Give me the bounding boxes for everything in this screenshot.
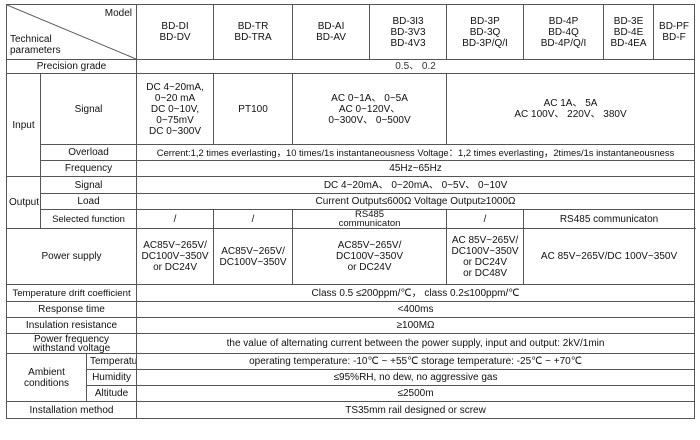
technical-parameters-table: Model Technical parameters BD-DI BD-DV B… — [5, 4, 696, 419]
model-bd-4p: BD-4P BD-4Q BD-4P/Q/I — [523, 4, 605, 60]
drift-row: Temperature drift coefficient Class 0.5 … — [5, 284, 696, 302]
drift-label: Temperature drift coefficient — [5, 284, 138, 302]
output-signal-value: DC 4~20mA、 0~20mA、 0~5V、 0~10V — [136, 176, 696, 194]
power-supply-power: AC 85V~265V/DC 100V~350V — [523, 228, 696, 285]
input-signal-tr: PT100 — [213, 73, 294, 145]
function-row: Selected function / / RS485 communicaton… — [7, 209, 696, 229]
output-signal-label: Signal — [39, 176, 138, 194]
precision-row: Precision grade 0.5、 0.2 — [5, 59, 696, 74]
altitude-value: ≤2500m — [136, 385, 696, 402]
load-label: Load — [39, 193, 138, 210]
diagonal-divider — [7, 5, 136, 59]
altitude-label: Altitude — [85, 385, 138, 402]
input-signal-power: AC 1A、 5A AC 100V、 220V、 380V — [446, 73, 696, 145]
model-bd-3p: BD-3P BD-3Q BD-3P/Q/I — [446, 4, 525, 60]
load-row: Load Current Output≤600Ω Voltage Output≥… — [7, 193, 696, 210]
humidity-row: Humidity ≤95%RH, no dew, no aggressive g… — [7, 369, 696, 386]
output-label: Output — [6, 176, 41, 229]
power-supply-di: AC85V~265V/ DC100V~350V or DC24V — [136, 228, 215, 285]
power-supply-tr: AC85V~265V/ DC100V~350V — [213, 228, 294, 285]
input-label: Input — [6, 73, 41, 177]
power-supply-row: Power supply AC85V~265V/ DC100V~350V or … — [5, 228, 696, 285]
model-bd-ai: BD-AI BD-AV — [292, 4, 371, 60]
model-bd-di: BD-DI BD-DV — [136, 4, 215, 60]
altitude-row: Altitude ≤2500m — [7, 385, 696, 402]
withstand-row: Power frequency withstand voltage the va… — [5, 333, 696, 354]
output-signal-row: Output Signal DC 4~20mA、 0~20mA、 0~5V、 0… — [6, 176, 696, 229]
temperature-label: Temperature — [85, 353, 138, 370]
input-signal-di: DC 4~20mA, 0~20 mA DC 0~10V, 0~75mV DC 0… — [136, 73, 215, 145]
overload-label: Overload — [39, 144, 138, 161]
model-bd-3e: BD-3E BD-4E BD-4EA — [603, 4, 655, 60]
input-signal-label: Signal — [39, 73, 138, 145]
power-supply-3i3: AC 85V~265V/ DC100V~350V or DC24V or DC4… — [446, 228, 525, 285]
function-power: RS485 communicaton — [523, 209, 696, 229]
power-supply-ai: AC85V~265V/ DC100V~350V or DC24V — [292, 228, 448, 285]
installation-row: Installation method TS35mm rail designed… — [5, 401, 696, 419]
installation-value: TS35mm rail designed or screw — [136, 401, 696, 419]
insulation-value: ≥100MΩ — [136, 317, 696, 334]
overload-value: Cerrent:1,2 times everlasting，10 times/1… — [136, 144, 696, 161]
response-row: Response time <400ms — [5, 301, 696, 318]
power-supply-label: Power supply — [5, 228, 138, 285]
overload-row: Overload Cerrent:1,2 times everlasting，1… — [7, 144, 696, 161]
precision-label: Precision grade — [5, 59, 138, 74]
input-signal-ai: AC 0~1A、 0~5A AC 0~120V、 0~300V、 0~500V — [292, 73, 448, 145]
withstand-value: the value of alternating current between… — [136, 333, 696, 354]
frequency-value: 45Hz~65Hz — [136, 160, 696, 177]
model-label: Model — [104, 8, 133, 19]
header-row: Model Technical parameters BD-DI BD-DV B… — [5, 4, 696, 60]
installation-label: Installation method — [5, 401, 138, 419]
function-tr: / — [213, 209, 294, 229]
technical-parameters-label: Technical parameters — [10, 34, 61, 56]
load-value: Current Output≤600Ω Voltage Output≥1000Ω — [136, 193, 696, 210]
response-value: <400ms — [136, 301, 696, 318]
temperature-value: operating temperature: -10℃ ~ +55℃ stora… — [136, 353, 696, 370]
frequency-row: Frequency 45Hz~65Hz — [7, 160, 696, 177]
model-bd-tr: BD-TR BD-TRA — [213, 4, 294, 60]
input-signal-row: Input Signal DC 4~20mA, 0~20 mA DC 0~10V… — [6, 73, 696, 177]
model-bd-3i3: BD-3I3 BD-3V3 BD-4V3 — [369, 4, 448, 60]
response-label: Response time — [5, 301, 138, 318]
function-ai: RS485 communicaton — [292, 209, 448, 229]
insulation-row: Insulation resistance ≥100MΩ — [5, 317, 696, 334]
ambient-temperature-row: Ambient conditions Temperature operating… — [6, 353, 696, 402]
humidity-value: ≤95%RH, no dew, no aggressive gas — [136, 369, 696, 386]
drift-value: Class 0.5 ≤200ppm/℃， class 0.2≤100ppm/℃ — [136, 284, 696, 302]
function-label: Selected function — [39, 209, 138, 229]
humidity-label: Humidity — [85, 369, 138, 386]
ambient-label: Ambient conditions — [6, 353, 87, 402]
frequency-label: Frequency — [39, 160, 138, 177]
withstand-label: Power frequency withstand voltage — [5, 333, 138, 354]
function-di: / — [136, 209, 215, 229]
model-bd-pf: BD-PF BD-F — [653, 4, 696, 60]
function-3i3: / — [446, 209, 525, 229]
precision-value: 0.5、 0.2 — [136, 59, 696, 74]
header-corner-cell: Model Technical parameters — [5, 4, 138, 60]
insulation-label: Insulation resistance — [5, 317, 138, 334]
